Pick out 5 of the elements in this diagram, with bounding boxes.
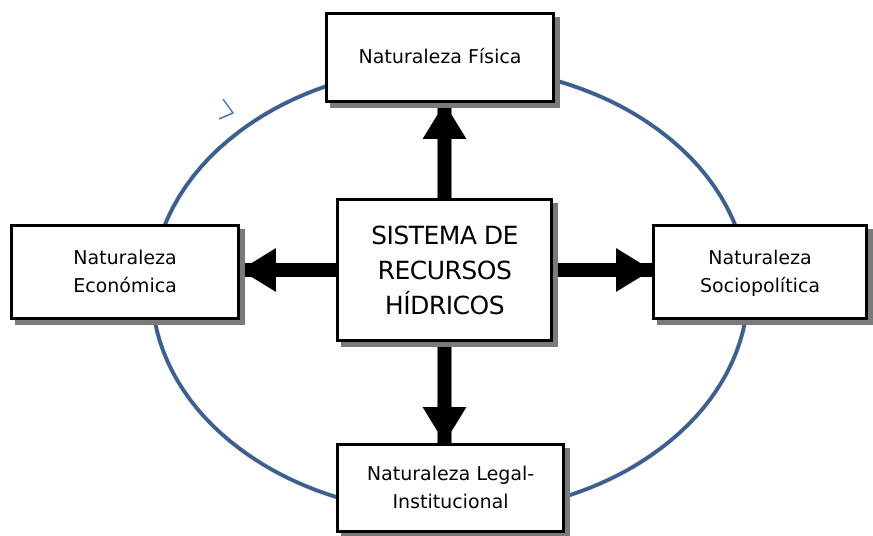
node-label: Naturaleza Económica	[72, 246, 178, 299]
title-text: SISTEMA DE RECURSOS HÍDRICOS	[370, 220, 519, 322]
node-label: Naturaleza Legal-Institucional	[366, 462, 536, 515]
node-label: Naturaleza Física	[358, 45, 522, 70]
node-label: Naturaleza Sociopolítica	[698, 246, 822, 299]
